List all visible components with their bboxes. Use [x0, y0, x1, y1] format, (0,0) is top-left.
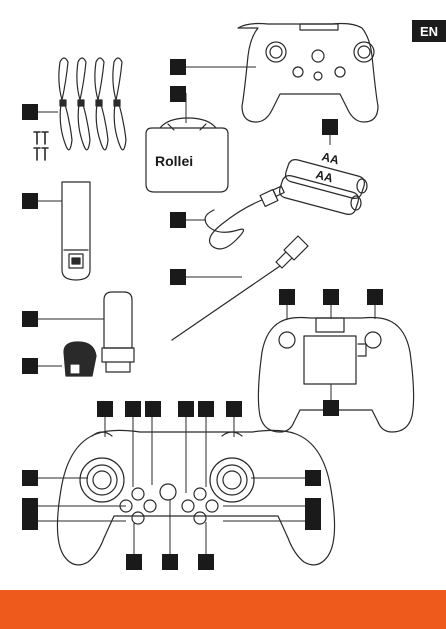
controller-top-illustration	[238, 24, 378, 123]
battery-label-1: AA	[320, 149, 341, 167]
propellers-illustration	[34, 58, 126, 160]
drone-battery-illustration	[62, 182, 90, 280]
footer-bar	[0, 590, 446, 629]
brand-logo: Rollei	[155, 153, 193, 169]
controller-front-illustration	[57, 430, 334, 565]
cap-illustration	[64, 342, 96, 376]
screwdriver-illustration	[172, 236, 308, 340]
accessory-module-illustration	[102, 292, 134, 372]
language-tab[interactable]: EN	[412, 20, 446, 42]
callout-markers	[22, 59, 383, 570]
usb-cable-illustration	[205, 186, 284, 249]
